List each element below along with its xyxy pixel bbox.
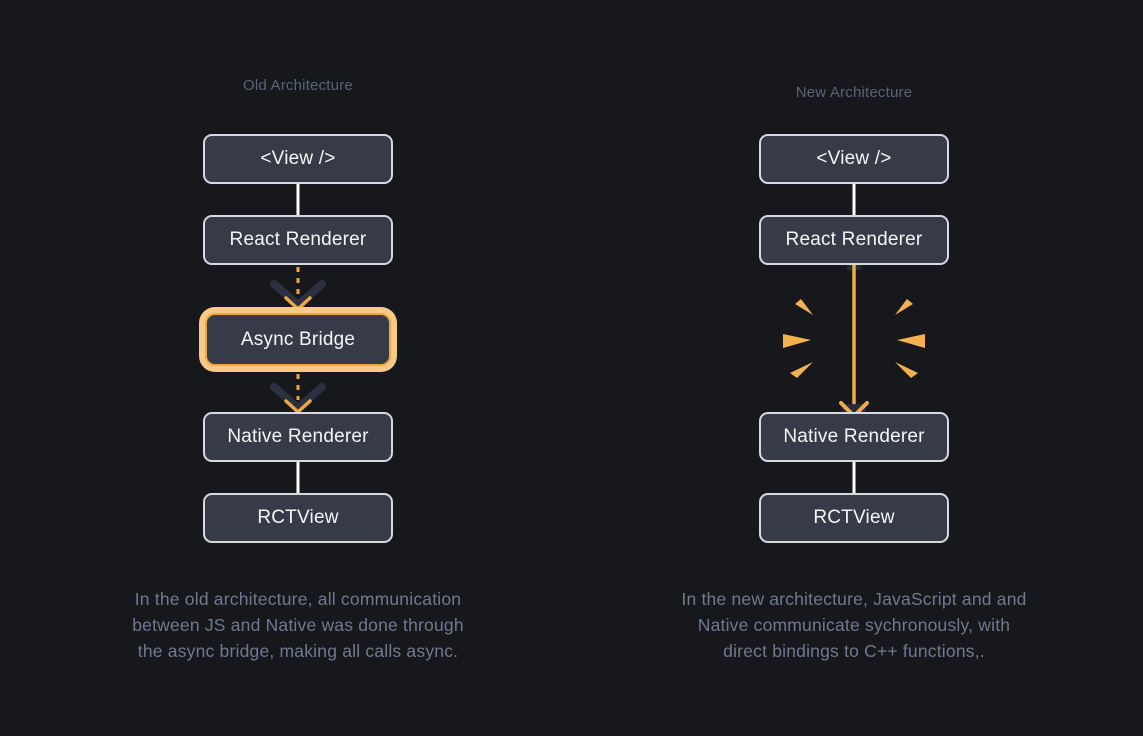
- node-async-bridge: Async Bridge: [205, 313, 391, 366]
- caption-line: In the old architecture, all communicati…: [134, 589, 462, 609]
- caption-line: Native communicate sychronously, with: [697, 615, 1011, 635]
- caption-line: direct bindings to C++ functions,.: [723, 641, 985, 661]
- spark-icon: [795, 299, 813, 315]
- spark-icon: [790, 362, 813, 378]
- node-rctview-new: RCTView: [759, 493, 949, 543]
- spark-icon: [783, 334, 811, 348]
- orange-arrowhead-icon: [284, 399, 312, 414]
- dark-chevron-icon: [270, 280, 326, 309]
- new-architecture-caption: In the new architecture, JavaScript and …: [624, 586, 1084, 664]
- spark-burst-right: [895, 299, 925, 378]
- node-rctview-old: RCTView: [203, 493, 393, 543]
- node-native-renderer-old: Native Renderer: [203, 412, 393, 462]
- node-async-bridge-highlight: Async Bridge: [199, 307, 397, 372]
- spark-icon: [897, 334, 925, 348]
- old-architecture-caption: In the old architecture, all communicati…: [68, 586, 528, 664]
- spark-icon: [895, 299, 913, 315]
- old-architecture-title: Old Architecture: [243, 77, 353, 94]
- caption-line: between JS and Native was done through: [132, 615, 464, 635]
- node-react-renderer-new: React Renderer: [759, 215, 949, 265]
- dark-chevron-icon: [270, 383, 326, 412]
- node-react-renderer-old: React Renderer: [203, 215, 393, 265]
- node-view-new: <View />: [759, 134, 949, 184]
- new-architecture-title: New Architecture: [795, 84, 913, 101]
- caption-line: the async bridge, making all calls async…: [137, 641, 459, 661]
- node-view-old: <View />: [203, 134, 393, 184]
- spark-icon: [895, 362, 918, 378]
- node-native-renderer-new: Native Renderer: [759, 412, 949, 462]
- spark-burst-left: [783, 299, 813, 378]
- caption-line: In the new architecture, JavaScript and …: [681, 589, 1027, 609]
